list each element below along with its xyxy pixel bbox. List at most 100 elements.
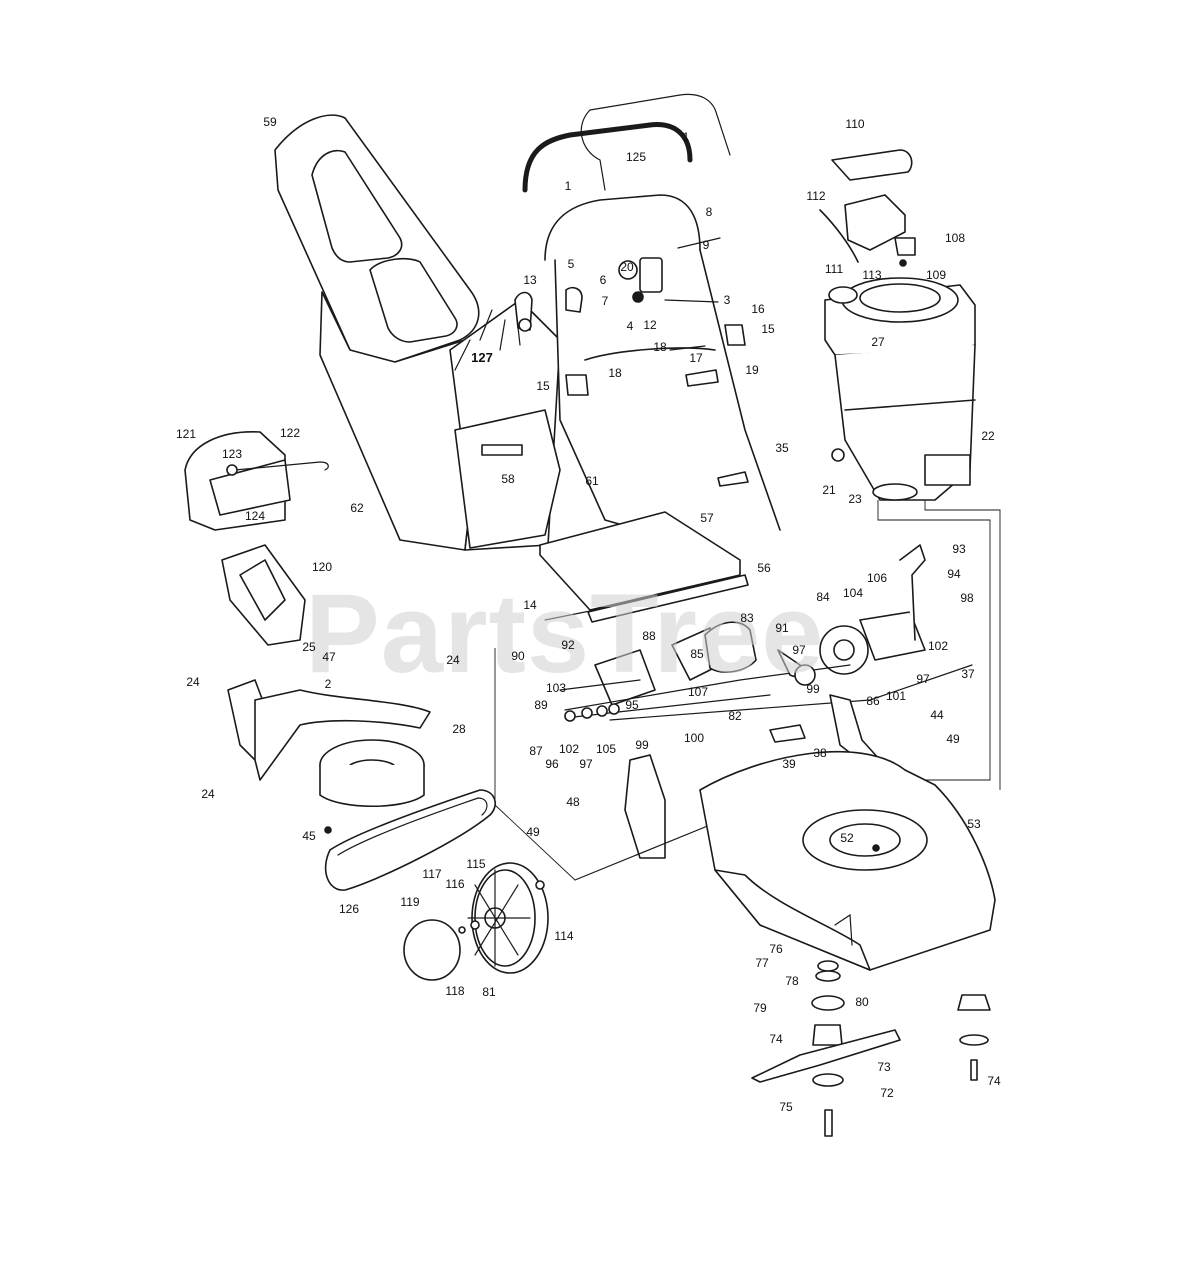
callout-4: 4 — [627, 319, 634, 333]
callout-102b: 102 — [559, 742, 579, 756]
callout-1a: 1 — [683, 130, 690, 144]
callout-6: 6 — [600, 273, 607, 287]
wheel-assembly — [403, 862, 549, 981]
discharge-chute — [184, 431, 329, 531]
callout-24a: 24 — [446, 653, 460, 667]
callout-76: 76 — [769, 942, 783, 956]
callout-127: 127 — [471, 350, 493, 365]
callout-113: 113 — [862, 268, 881, 282]
callout-21: 21 — [822, 483, 836, 497]
callout-47: 47 — [322, 650, 336, 664]
callout-14: 14 — [523, 598, 537, 612]
handle-fittings — [514, 237, 749, 487]
callout-118: 118 — [445, 984, 464, 998]
callout-124: 124 — [245, 509, 265, 523]
mower-deck — [699, 750, 996, 971]
callout-116: 116 — [445, 877, 464, 891]
callout-5: 5 — [568, 257, 575, 271]
callout-15a: 15 — [761, 322, 775, 336]
callout-114: 114 — [554, 929, 573, 943]
callout-49a: 49 — [946, 732, 960, 746]
callout-28: 28 — [452, 722, 466, 736]
callout-27: 27 — [871, 335, 885, 349]
callout-97c: 97 — [579, 757, 593, 771]
callout-73: 73 — [877, 1060, 891, 1074]
callout-57: 57 — [700, 511, 714, 525]
callout-35: 35 — [775, 441, 789, 455]
callout-81: 81 — [482, 985, 496, 999]
callout-97a: 97 — [792, 643, 806, 657]
callout-117: 117 — [422, 867, 441, 881]
callout-45: 45 — [302, 829, 316, 843]
callout-52: 52 — [840, 831, 854, 845]
callout-39: 39 — [782, 757, 796, 771]
callout-86: 86 — [866, 694, 880, 708]
callout-15b: 15 — [536, 379, 550, 393]
callout-48: 48 — [566, 795, 580, 809]
callout-79: 79 — [753, 1001, 767, 1015]
callout-19: 19 — [745, 363, 759, 377]
callout-105: 105 — [596, 742, 616, 756]
watermark-text: PartsTree — [305, 571, 825, 696]
callout-121: 121 — [176, 427, 196, 441]
callout-23: 23 — [848, 492, 862, 506]
callout-49b: 49 — [526, 825, 540, 839]
callout-119: 119 — [400, 895, 419, 909]
callout-110: 110 — [845, 117, 864, 131]
callout-108: 108 — [945, 231, 965, 245]
callout-1b: 1 — [565, 179, 572, 193]
callout-85: 85 — [690, 647, 704, 661]
callout-112: 112 — [806, 189, 825, 203]
callout-7: 7 — [602, 294, 609, 308]
callout-101: 101 — [886, 689, 906, 703]
callout-38: 38 — [813, 746, 827, 760]
callout-88: 88 — [642, 629, 656, 643]
callout-104: 104 — [843, 586, 863, 600]
callout-24c: 24 — [201, 787, 215, 801]
callout-17: 17 — [689, 351, 703, 365]
callout-25: 25 — [302, 640, 316, 654]
callout-2: 2 — [325, 677, 332, 691]
callout-77: 77 — [755, 956, 769, 970]
callout-95: 95 — [625, 698, 639, 712]
grass-catcher-bag — [319, 291, 561, 551]
callout-107: 107 — [688, 685, 708, 699]
callout-9: 9 — [703, 238, 710, 252]
callout-80: 80 — [855, 995, 869, 1009]
callout-18a: 18 — [653, 340, 667, 354]
callout-89: 89 — [534, 698, 548, 712]
rear-door-and-bar — [539, 511, 749, 623]
callout-109: 109 — [926, 268, 946, 282]
callout-84: 84 — [816, 590, 830, 604]
callout-58: 58 — [501, 472, 515, 486]
callout-93: 93 — [952, 542, 966, 556]
callout-18b: 18 — [608, 366, 622, 380]
callout-20: 20 — [620, 260, 634, 274]
blade-assembly — [751, 960, 991, 1137]
callout-111: 111 — [825, 262, 844, 276]
callout-115: 115 — [466, 857, 485, 871]
callout-97b: 97 — [916, 672, 930, 686]
callout-16: 16 — [751, 302, 765, 316]
upper-handle-assembly — [522, 93, 781, 531]
callout-74b: 74 — [987, 1074, 1001, 1088]
control-bracket-assembly — [819, 149, 916, 267]
callout-96: 96 — [545, 757, 559, 771]
callout-103: 103 — [546, 681, 566, 695]
callout-78: 78 — [785, 974, 799, 988]
callout-24b: 24 — [186, 675, 200, 689]
grass-catcher-cover — [274, 114, 480, 366]
callout-87: 87 — [529, 744, 543, 758]
callout-74a: 74 — [769, 1032, 783, 1046]
engine-assembly — [824, 277, 976, 501]
drive-transmission-assembly — [559, 544, 973, 743]
callout-99b: 99 — [635, 738, 649, 752]
callout-72: 72 — [880, 1086, 894, 1100]
rear-baffle — [221, 544, 306, 646]
callout-44: 44 — [930, 708, 944, 722]
callout-82: 82 — [728, 709, 742, 723]
callout-91: 91 — [775, 621, 789, 635]
callout-53: 53 — [967, 817, 981, 831]
